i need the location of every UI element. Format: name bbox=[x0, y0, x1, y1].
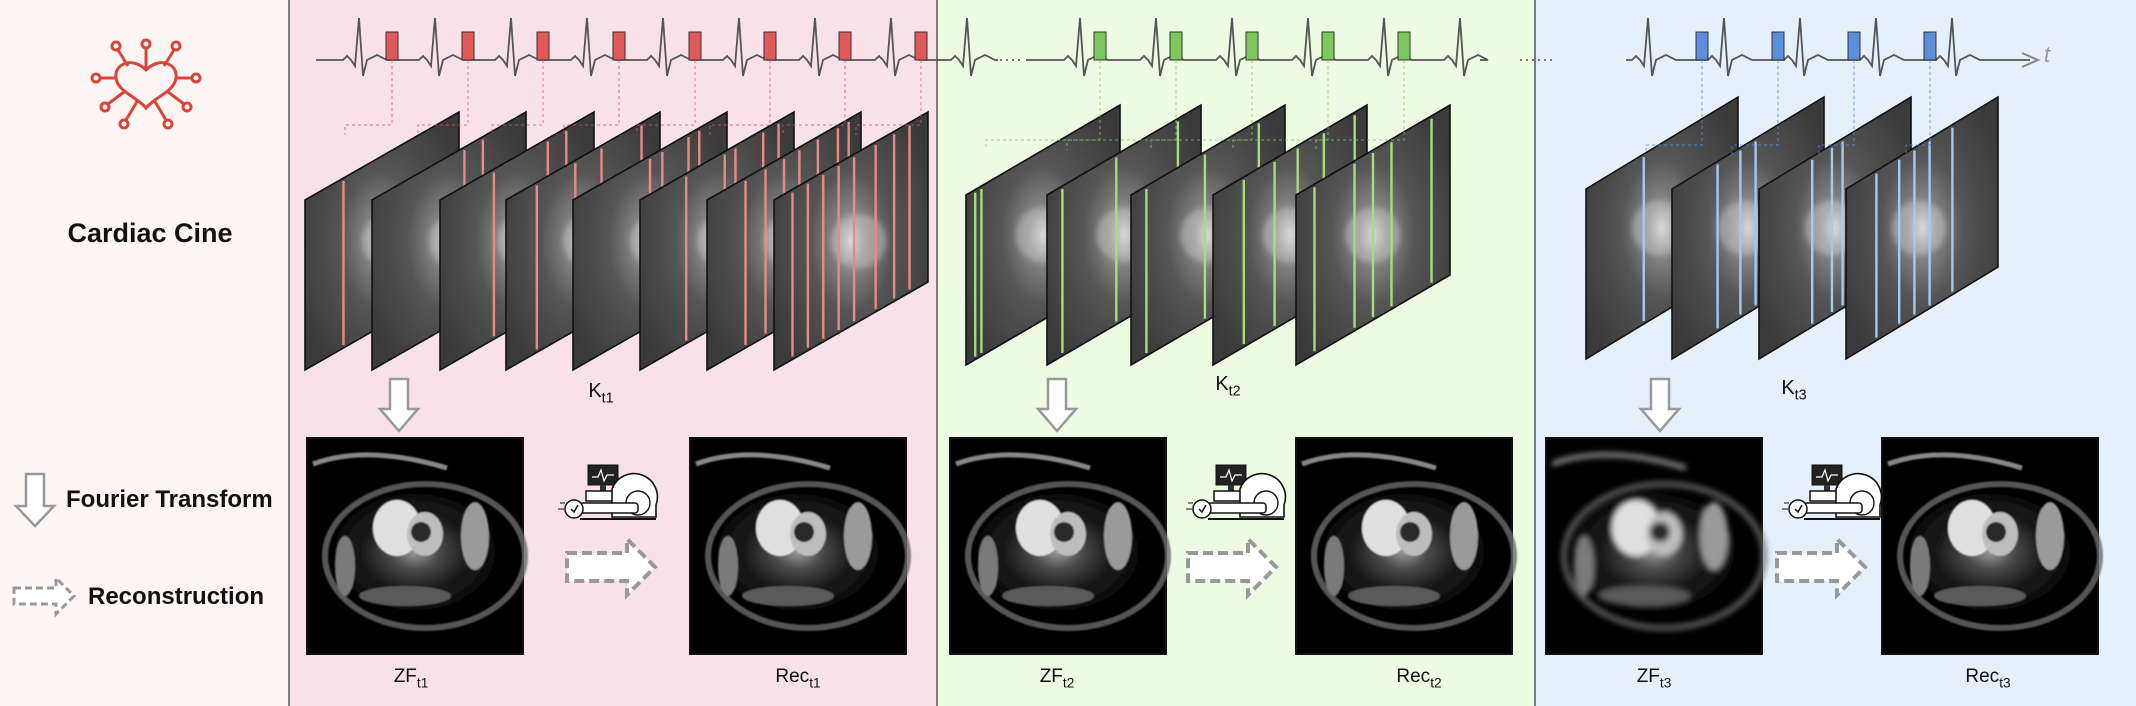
page-title: Cardiac Cine bbox=[67, 218, 232, 248]
acquisition-connector bbox=[1150, 60, 1253, 150]
ecg-trace bbox=[1026, 17, 1489, 77]
acquisition-window bbox=[1321, 31, 1335, 61]
zf-label-t2: ZFt2 bbox=[1040, 666, 1075, 690]
acquisition-window bbox=[461, 31, 475, 61]
rec-label-t1: Rect1 bbox=[775, 666, 820, 690]
acquisition-window bbox=[1771, 31, 1785, 61]
ecg-timeline bbox=[316, 17, 2041, 77]
fourier-transform-arrow-icon bbox=[1035, 377, 1079, 433]
reconstruction-dashed-arrow-icon bbox=[1186, 534, 1279, 600]
acquisition-connector bbox=[782, 60, 846, 135]
acquisition-window bbox=[1245, 31, 1259, 61]
reconstruction-dashed-arrow-icon bbox=[565, 534, 658, 600]
acquisition-window bbox=[763, 31, 777, 61]
acquisition-window bbox=[536, 31, 550, 61]
acquisition-connector bbox=[1645, 60, 1703, 155]
zero-filled-image-t3 bbox=[1545, 437, 1767, 655]
kspace-slice-t3 bbox=[1845, 95, 1999, 361]
fourier-transform-arrow-icon bbox=[377, 377, 421, 433]
acquisition-connector bbox=[1905, 60, 1931, 155]
acquisition-connector bbox=[1818, 60, 1855, 155]
acquisition-connector bbox=[344, 60, 393, 135]
acquisition-window bbox=[1169, 31, 1183, 61]
reconstruction-dashed-arrow-icon bbox=[1775, 534, 1868, 600]
zero-filled-image-t1 bbox=[306, 437, 528, 655]
ecg-trace bbox=[316, 17, 998, 77]
acquisition-window bbox=[1093, 31, 1107, 61]
kspace-slice-t2 bbox=[1295, 103, 1451, 367]
acquisition-connector bbox=[563, 60, 620, 135]
legend-reconstruction: Reconstruction bbox=[12, 574, 264, 618]
zf-label-t1: ZFt1 bbox=[394, 666, 429, 690]
acquisition-window bbox=[385, 31, 399, 61]
acquisition-window bbox=[1695, 31, 1709, 61]
acquisition-window bbox=[838, 31, 852, 61]
k-label-t1: Kt1 bbox=[588, 380, 613, 407]
acquisition-connector bbox=[855, 60, 922, 135]
acquisition-connector bbox=[709, 60, 771, 135]
acquisition-window bbox=[1397, 31, 1411, 61]
reconstructed-image-t1 bbox=[689, 437, 911, 655]
reconstructed-image-t2 bbox=[1295, 437, 1517, 655]
acquisition-window bbox=[1923, 31, 1937, 61]
k-label-t2: Kt2 bbox=[1215, 373, 1240, 400]
mri-scanner-icon bbox=[1186, 464, 1287, 520]
kspace-stacks: Kt1 Kt2 Kt3 bbox=[304, 60, 1999, 407]
zf-label-t3: ZFt3 bbox=[1637, 666, 1672, 690]
time-arrow-head bbox=[2021, 52, 2041, 68]
acquisition-window bbox=[688, 31, 702, 61]
legend-fourier: Fourier Transform bbox=[13, 472, 273, 528]
legend-label-fourier: Fourier Transform bbox=[66, 486, 273, 513]
acquisition-connector bbox=[491, 60, 544, 135]
fourier-transform-arrow-icon bbox=[13, 472, 57, 528]
acquisition-connector bbox=[1232, 60, 1329, 150]
acquisition-window bbox=[914, 31, 928, 61]
legend-label-reconstruction: Reconstruction bbox=[88, 583, 264, 610]
rec-label-t2: Rect2 bbox=[1396, 666, 1441, 690]
mri-scanner-icon bbox=[558, 464, 659, 520]
acquisition-connector bbox=[417, 60, 469, 135]
k-label-t3: Kt3 bbox=[1781, 377, 1806, 404]
acquisition-connector bbox=[985, 60, 1101, 150]
zero-filled-image-t2 bbox=[949, 437, 1171, 655]
rec-label-t3: Rect3 bbox=[1965, 666, 2010, 690]
image-rows: ZFt1 Rect1 ZFt2 Rect2 ZFt3 Rect3 bbox=[306, 377, 2103, 690]
acquisition-connector bbox=[1731, 60, 1779, 155]
reconstructed-image-t3 bbox=[1881, 437, 2103, 655]
acquisition-window bbox=[1847, 31, 1861, 61]
heart-circuit-icon bbox=[90, 38, 202, 130]
ecg-trace bbox=[1626, 17, 2030, 77]
time-axis-label: t bbox=[2044, 42, 2051, 67]
fourier-transform-arrow-icon bbox=[1638, 377, 1682, 433]
acquisition-window bbox=[612, 31, 626, 61]
reconstruction-dashed-arrow-icon bbox=[12, 574, 77, 618]
acquisition-connector bbox=[636, 60, 696, 135]
acquisition-connector bbox=[1066, 60, 1177, 150]
kspace-slice-t1 bbox=[773, 110, 929, 372]
mri-scanner-icon bbox=[1782, 464, 1883, 520]
